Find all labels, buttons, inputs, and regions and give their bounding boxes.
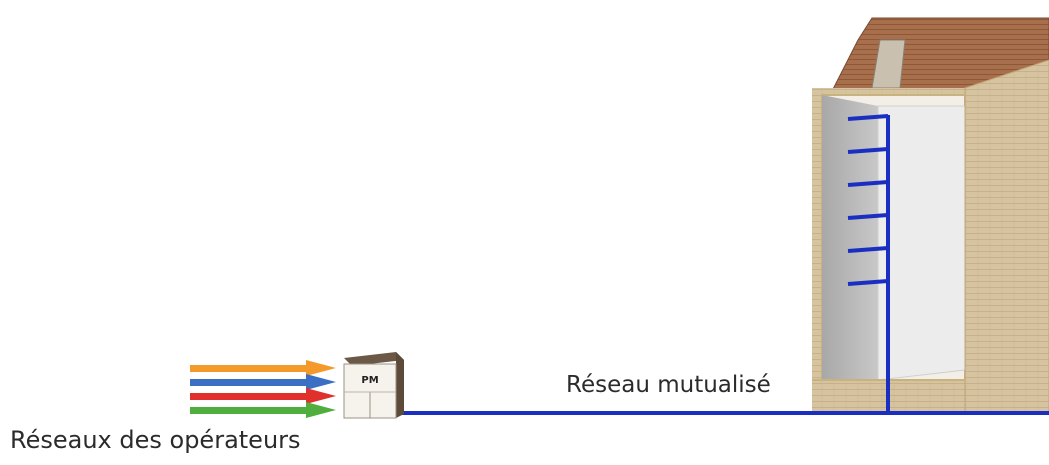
building <box>812 17 1049 413</box>
pm-cabinet-code: PM <box>361 375 378 386</box>
floor-branch <box>847 213 889 220</box>
floor-branch <box>847 147 889 154</box>
floor-branch <box>847 114 889 121</box>
building-shaft <box>822 95 878 380</box>
operator-arrow <box>190 374 336 390</box>
floor-branch <box>847 180 889 187</box>
operator-arrows <box>190 360 336 418</box>
vertical-riser <box>847 114 890 413</box>
operators-networks-label: Réseaux des opérateurs <box>10 426 301 454</box>
operator-arrow <box>190 388 336 404</box>
operator-arrow <box>190 402 336 418</box>
shared-network-label: Réseau mutualisé <box>566 372 771 398</box>
building-side <box>964 59 1049 413</box>
operator-arrow <box>190 360 336 376</box>
floor-branch <box>847 246 889 253</box>
pm-cabinet: PM <box>343 352 404 419</box>
building-inner-wall <box>877 105 966 381</box>
floor-branch <box>847 279 889 286</box>
